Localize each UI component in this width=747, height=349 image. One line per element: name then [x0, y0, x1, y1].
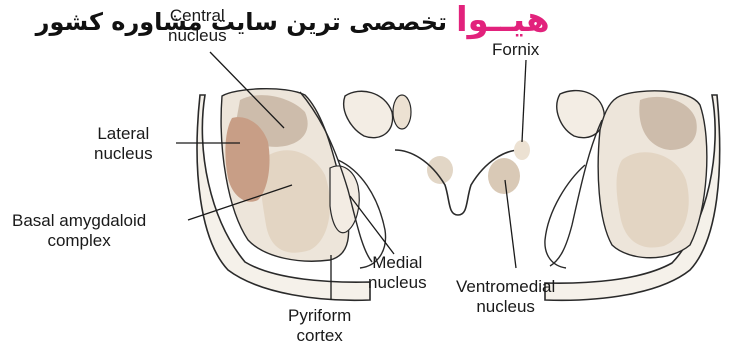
- right-fold-line-2: [545, 165, 585, 268]
- label-ventromedial-nucleus: Ventromedial nucleus: [456, 277, 555, 317]
- label-line: Pyriform: [288, 306, 351, 326]
- leader-fornix: [522, 60, 526, 142]
- left-small-nucleus-1: [393, 95, 411, 129]
- label-line: Fornix: [492, 40, 539, 60]
- label-line: nucleus: [168, 26, 227, 46]
- left-gyrus-1: [344, 91, 393, 137]
- label-line: nucleus: [456, 297, 555, 317]
- right-basal-shade: [617, 152, 689, 247]
- label-line: nucleus: [368, 273, 427, 293]
- right-fold-line-1: [550, 120, 602, 266]
- label-line: Medial: [368, 253, 427, 273]
- fornix-shape: [514, 140, 530, 160]
- label-lateral-nucleus: Lateral nucleus: [94, 124, 153, 164]
- label-line: Basal amygdaloid: [12, 211, 146, 231]
- medial-nucleus-shape: [330, 166, 359, 233]
- label-medial-nucleus: Medial nucleus: [368, 253, 427, 293]
- ventromedial-nucleus-shape: [488, 158, 520, 194]
- label-line: complex: [12, 231, 146, 251]
- label-line: Lateral: [94, 124, 153, 144]
- label-line: cortex: [288, 326, 351, 346]
- label-line: nucleus: [94, 144, 153, 164]
- label-pyriform-cortex: Pyriform cortex: [288, 306, 351, 346]
- label-central-nucleus: Central nucleus: [168, 6, 227, 46]
- label-line: Ventromedial: [456, 277, 555, 297]
- label-fornix: Fornix: [492, 40, 539, 60]
- label-line: Central: [168, 6, 227, 26]
- label-basal-amygdaloid: Basal amygdaloid complex: [12, 211, 146, 251]
- left-small-nucleus-2: [427, 156, 453, 184]
- leader-ventromedial: [505, 180, 516, 268]
